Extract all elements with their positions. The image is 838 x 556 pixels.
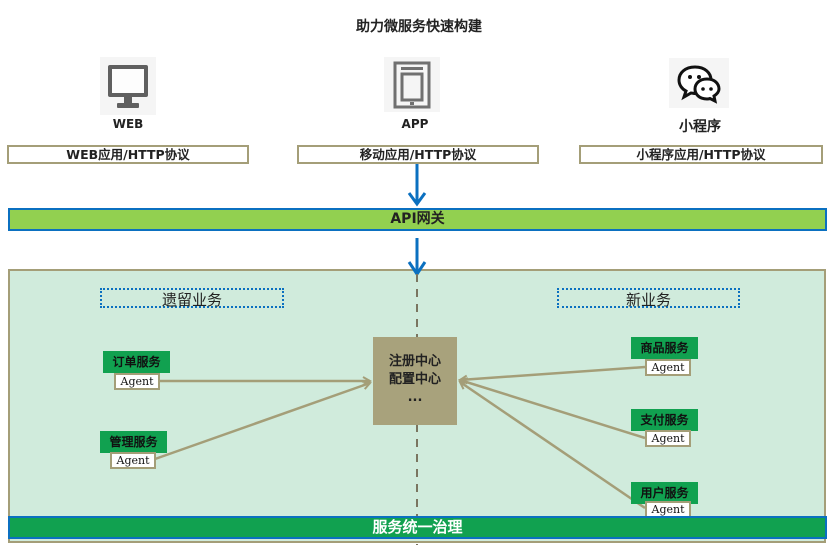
service-payment: 支付服务 [631, 409, 698, 431]
registry-line-2: 配置中心 [388, 372, 441, 387]
diagram-title: 助力微服务快速构建 [356, 19, 482, 35]
agent-product: Agent [645, 359, 691, 376]
service-admin: 管理服务 [100, 431, 167, 453]
new-business-label: 新业务 [557, 288, 740, 309]
agent-admin: Agent [110, 452, 156, 469]
client-label-app: APP [401, 117, 429, 131]
protocol-box-miniprogram: 小程序应用/HTTP协议 [579, 145, 823, 164]
client-label-miniprogram: 小程序 [679, 119, 721, 135]
service-governance-bar: 服务统一治理 [8, 516, 827, 539]
registry-config-center: 注册中心 配置中心 ... [373, 337, 457, 425]
protocol-box-web: WEB应用/HTTP协议 [7, 145, 249, 164]
arrow-clients-to-gateway [407, 164, 427, 207]
wechat-icon [669, 58, 729, 108]
protocol-box-app: 移动应用/HTTP协议 [297, 145, 539, 164]
monitor-icon [100, 57, 156, 115]
client-label-web: WEB [112, 117, 144, 131]
agent-order: Agent [114, 373, 160, 390]
service-order: 订单服务 [103, 351, 170, 373]
registry-line-1: 注册中心 [388, 354, 441, 369]
tablet-icon [384, 57, 440, 112]
service-user: 用户服务 [631, 482, 698, 504]
api-gateway-bar: API网关 [8, 208, 827, 231]
legacy-business-label: 遗留业务 [100, 288, 284, 309]
agent-payment: Agent [645, 430, 691, 447]
service-product: 商品服务 [631, 337, 698, 359]
registry-line-3: ... [407, 390, 423, 405]
